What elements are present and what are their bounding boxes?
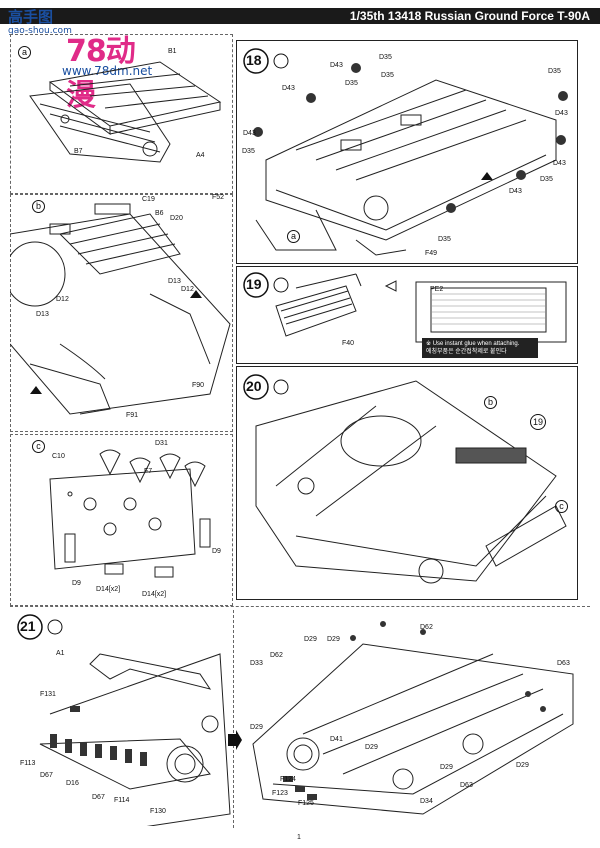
step20-number: 20 [246, 378, 262, 394]
part-label: D43 [243, 130, 256, 137]
part-label: C19 [142, 196, 155, 203]
part-label: A4 [196, 152, 205, 159]
part-label: F123 [272, 790, 288, 797]
panel-a [10, 34, 233, 194]
sub-assembly-c-marker: c [555, 500, 568, 513]
part-label: D33 [250, 660, 263, 667]
part-label: F40 [342, 340, 355, 347]
step18-number: 18 [246, 52, 262, 68]
part-label: D12 [181, 286, 194, 293]
part-label: D35 [548, 68, 561, 75]
part-label: D31 [155, 440, 168, 447]
part-label: F91 [126, 412, 139, 419]
step21-frame [10, 606, 590, 829]
step21-left-drawing [39, 653, 231, 826]
step19-drawing [275, 273, 567, 343]
step18-drawing [253, 63, 568, 256]
part-label: D14[x2] [96, 586, 121, 593]
part-label: D29 [327, 636, 340, 643]
step20-drawing [255, 380, 567, 584]
glue-note-en: ※ Use instant glue when attaching. [426, 341, 520, 347]
part-label: A1 [56, 650, 65, 657]
part-label: D35 [381, 72, 394, 79]
part-label: D43 [282, 85, 295, 92]
part-label: D35 [540, 176, 553, 183]
panel-c [10, 434, 233, 606]
sub-assembly-b-marker: b [484, 396, 497, 409]
panel-a-drawing [29, 61, 222, 163]
part-label: D43 [330, 62, 343, 69]
part-label: D34 [420, 798, 433, 805]
part-label: D63 [460, 782, 473, 789]
part-label: F52 [212, 194, 225, 201]
part-label: D20 [170, 215, 183, 222]
part-label: D43 [509, 188, 522, 195]
panel-b-letter: b [32, 200, 45, 213]
part-label: D29 [304, 636, 317, 643]
site-logo: 高手图 gao-shou.com 78动漫 www.78dm.net [2, 0, 152, 113]
part-label: D41 [330, 736, 343, 743]
step18-panel [236, 40, 578, 264]
part-label: F114 [114, 797, 130, 804]
part-label: F131 [40, 691, 56, 698]
part-label: D12 [56, 296, 69, 303]
part-label: F113 [20, 760, 36, 767]
part-label: D16 [66, 780, 79, 787]
part-label: D35 [379, 54, 392, 61]
part-label: D62 [420, 624, 433, 631]
part-label: D35 [242, 148, 255, 155]
step21-number: 21 [20, 618, 36, 634]
glue-note-kr: 에칭부품은 순간접착제로 붙인다 [426, 349, 507, 355]
part-label: D29 [516, 762, 529, 769]
step21-right-drawing [252, 621, 574, 815]
page-title: 1/35th 13418 Russian Ground Force T-90A [349, 9, 590, 23]
part-label: D14[x2] [142, 591, 167, 598]
page-number: 1 [297, 834, 301, 841]
part-label: D43 [553, 160, 566, 167]
part-label: D63 [557, 660, 570, 667]
part-label: D67 [92, 794, 105, 801]
step19-panel [236, 266, 578, 364]
part-label: F125 [298, 800, 314, 807]
panel-c-letter: c [32, 440, 45, 453]
step20-panel [236, 366, 578, 600]
part-label: F7 [144, 468, 153, 475]
step19-number: 19 [246, 276, 262, 292]
logo-sub-url: gao-shou.com [8, 26, 72, 36]
part-label: F124 [280, 776, 296, 783]
part-label: D43 [555, 110, 568, 117]
part-label: D67 [40, 772, 53, 779]
part-label: D29 [440, 764, 453, 771]
part-label: D62 [270, 652, 283, 659]
part-label: B6 [155, 210, 164, 217]
next-arrow-icon [228, 730, 242, 750]
part-label: F130 [150, 808, 166, 815]
sub-assembly-a-marker: a [287, 230, 300, 243]
part-label: D29 [250, 724, 263, 731]
part-label: B7 [74, 148, 83, 155]
part-label: D13 [168, 278, 181, 285]
glue-note: ※ Use instant glue when attaching. 에칭부품은… [422, 338, 538, 358]
panel-b-drawing [10, 203, 231, 415]
part-label: F49 [425, 250, 438, 257]
part-label: D9 [72, 580, 81, 587]
part-label: B1 [168, 48, 177, 55]
part-label: D13 [36, 311, 49, 318]
part-label: C10 [52, 453, 65, 460]
step19-reference-marker: 19 [530, 414, 546, 430]
panel-a-letter: a [18, 46, 31, 59]
part-label: D9 [212, 548, 221, 555]
panel-c-drawing [49, 449, 211, 578]
logo-cn-text: 高手图 [8, 8, 54, 26]
panel-b [10, 194, 233, 432]
header-bar: 1/35th 13418 Russian Ground Force T-90A [0, 8, 600, 24]
logo-big-text: 78动漫 [66, 34, 136, 113]
part-label: PE2 [430, 286, 444, 293]
part-label: F90 [192, 382, 205, 389]
part-label: D35 [345, 80, 358, 87]
part-label: D35 [438, 236, 451, 243]
part-label: D29 [365, 744, 378, 751]
step21-divider [233, 610, 234, 828]
